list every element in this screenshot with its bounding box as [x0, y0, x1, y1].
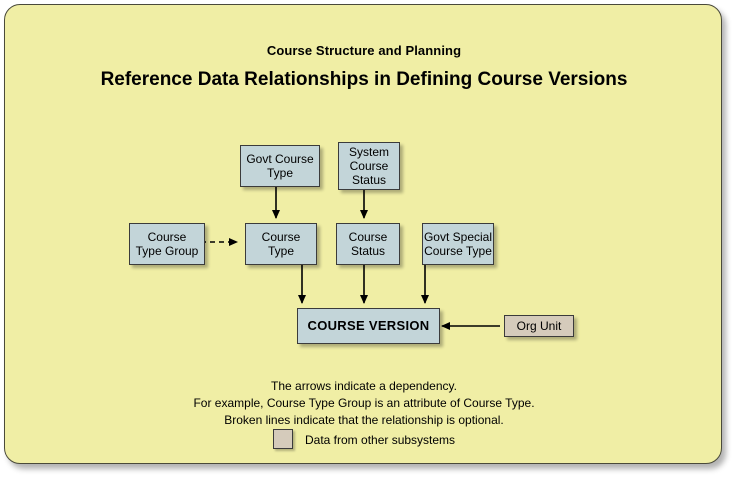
page-subtitle: Course Structure and Planning — [266, 43, 462, 58]
legend-swatch-external-data — [273, 429, 293, 449]
legend-line-3: Broken lines indicate that the relations… — [224, 413, 504, 427]
legend-line-2: For example, Course Type Group is an att… — [193, 396, 535, 410]
legend-swatch-label: Data from other subsystems — [305, 433, 456, 447]
node-course-type[interactable]: Course Type — [245, 223, 317, 265]
page-title: Reference Data Relationships in Defining… — [100, 69, 628, 90]
legend-line-1: The arrows indicate a dependency. — [271, 379, 457, 393]
node-course-type-group[interactable]: Course Type Group — [129, 223, 205, 265]
node-course-status[interactable]: Course Status — [336, 223, 400, 265]
node-system-course-status[interactable]: System Course Status — [338, 142, 400, 190]
page-panel: Course Structure and Planning Reference … — [4, 4, 722, 464]
node-course-version[interactable]: COURSE VERSION — [297, 308, 440, 344]
node-govt-special-course-type[interactable]: Govt Special Course Type — [422, 223, 494, 265]
node-govt-course-type[interactable]: Govt Course Type — [240, 145, 320, 187]
node-org-unit[interactable]: Org Unit — [504, 315, 574, 337]
